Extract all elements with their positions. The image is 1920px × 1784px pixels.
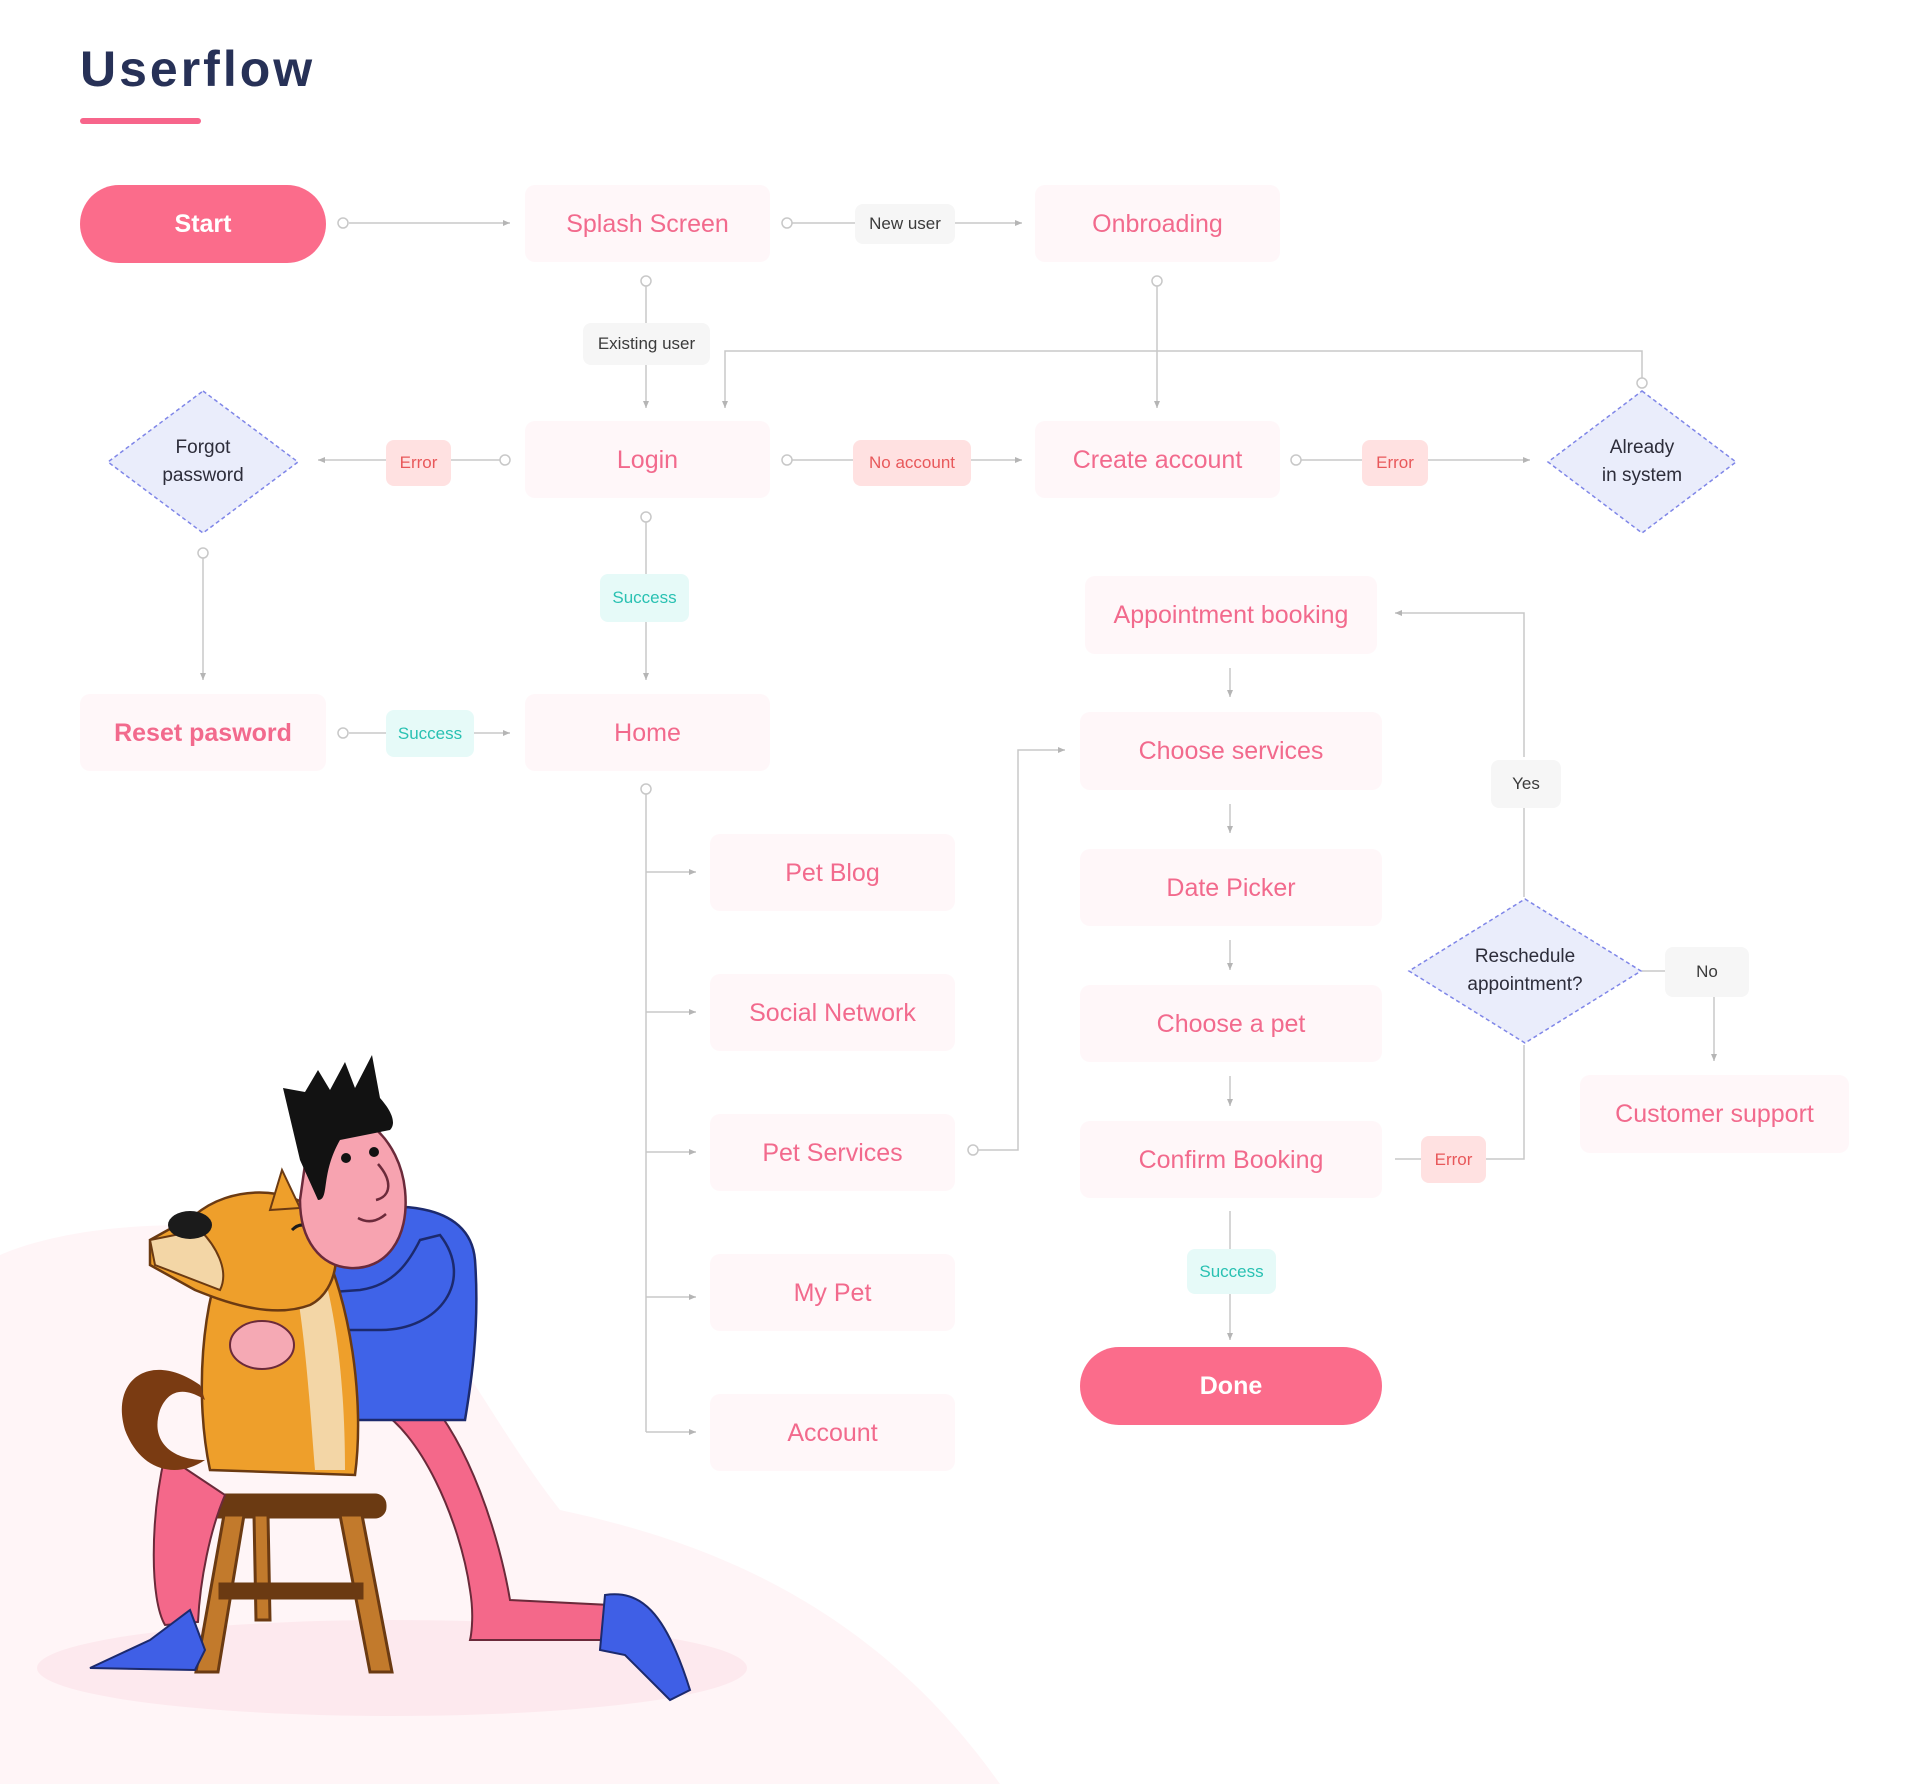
forgot-password-label: Forgot password [162,437,244,486]
appointment-booking-node[interactable]: Appointment booking [1085,576,1377,654]
create-account-node[interactable]: Create account [1035,421,1280,498]
home-node[interactable]: Home [525,694,770,771]
edge-label-login-success: Success [600,574,689,622]
edge-label-new-user: New user [855,204,955,244]
page-title: Userflow [80,41,316,97]
edge-label-reset-success: Success [386,710,474,757]
edge-label-no: No [1665,947,1749,997]
start-node[interactable]: Start [80,185,326,263]
onboarding-node[interactable]: Onbroading [1035,185,1280,262]
choose-a-pet-node[interactable]: Choose a pet [1080,985,1382,1062]
edge-label-existing-user: Existing user [583,323,710,365]
splash-screen-node[interactable]: Splash Screen [525,185,770,262]
reschedule-appointment-label: Reschedule appointment? [1467,946,1583,995]
reset-password-node[interactable]: Reset pasword [80,694,326,771]
social-network-node[interactable]: Social Network [710,974,955,1051]
pet-blog-node[interactable]: Pet Blog [710,834,955,911]
edge-label-confirm-error: Error [1421,1136,1486,1183]
my-pet-node[interactable]: My Pet [710,1254,955,1331]
edge-label-yes: Yes [1491,760,1561,808]
done-node[interactable]: Done [1080,1347,1382,1425]
edge-label-no-account: No account [853,440,971,486]
confirm-booking-node[interactable]: Confirm Booking [1080,1121,1382,1198]
pet-services-node[interactable]: Pet Services [710,1114,955,1191]
already-in-system-decision[interactable]: Already in system [1546,389,1738,535]
diamond-shape [1407,898,1643,1044]
choose-services-node[interactable]: Choose services [1080,712,1382,790]
diamond-shape [106,390,300,534]
login-node[interactable]: Login [525,421,770,498]
diamond-shape [1546,390,1738,534]
forgot-password-decision[interactable]: Forgot password [106,389,300,535]
account-node[interactable]: Account [710,1394,955,1471]
date-picker-node[interactable]: Date Picker [1080,849,1382,926]
title-underline [80,118,201,124]
edge-label-create-error: Error [1362,440,1428,486]
customer-support-node[interactable]: Customer support [1580,1075,1849,1153]
already-in-system-label: Already in system [1601,437,1683,486]
reschedule-appointment-decision[interactable]: Reschedule appointment? [1407,897,1643,1045]
edge-label-login-error: Error [386,440,451,486]
edge-label-confirm-success: Success [1187,1249,1276,1294]
